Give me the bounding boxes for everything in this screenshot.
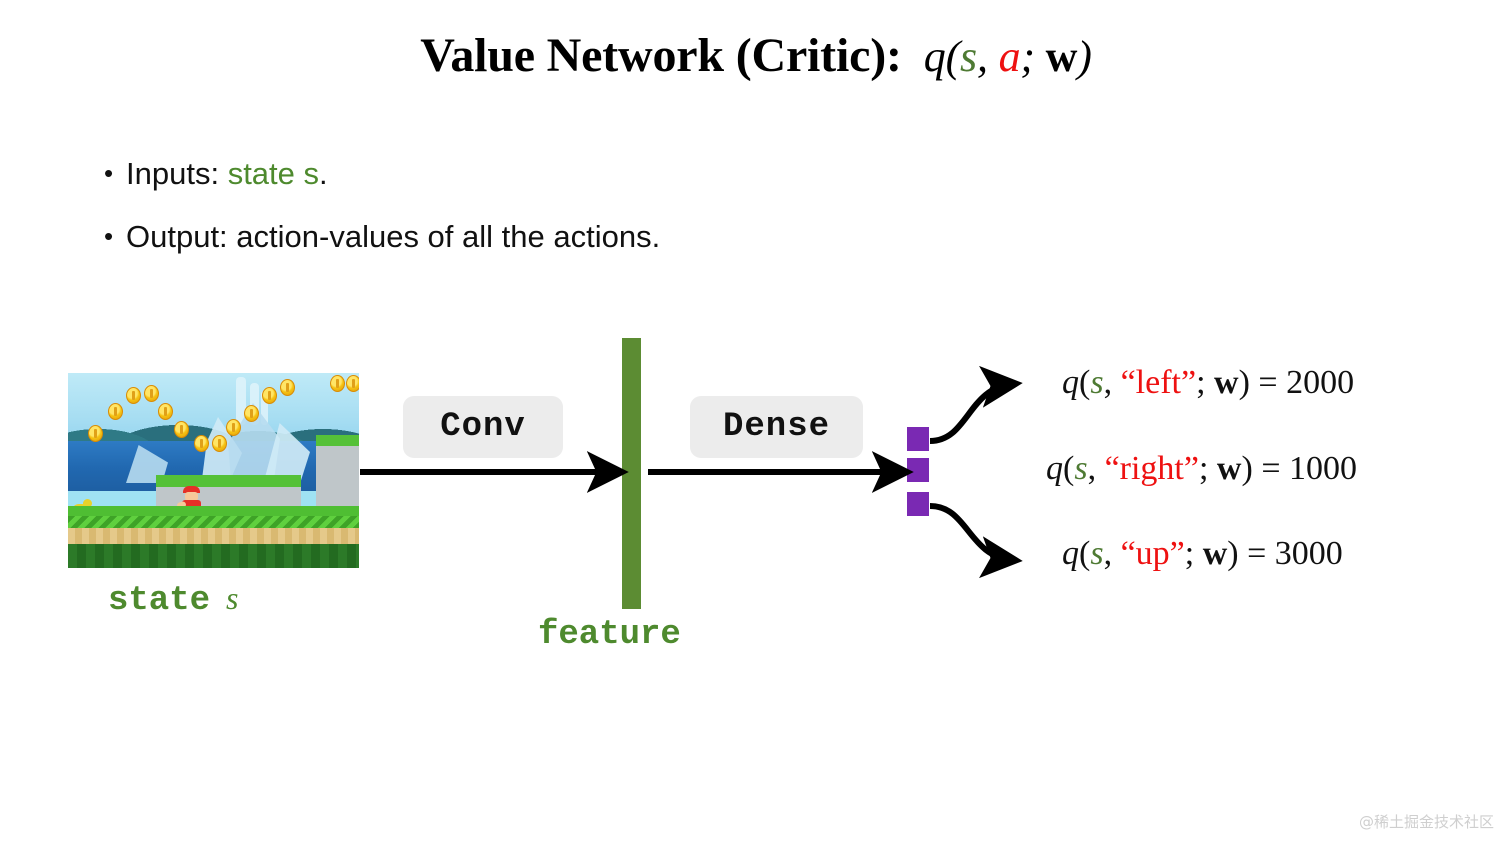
state-label-symbol: s: [226, 580, 239, 616]
formula-close-paren: ): [1077, 32, 1092, 81]
coin: [174, 421, 189, 438]
comma: ,: [1103, 535, 1121, 572]
coin: [126, 387, 141, 404]
q-value-number: 3000: [1274, 535, 1343, 572]
output-unit-left: [907, 427, 929, 451]
close-paren: ): [1238, 364, 1250, 401]
output-unit-up: [907, 492, 929, 516]
title-text: Value Network (Critic):: [420, 29, 902, 82]
weight-symbol: w: [1216, 450, 1242, 487]
close-paren: ): [1241, 450, 1253, 487]
close-paren: ): [1227, 535, 1239, 572]
mario-hat: [183, 486, 200, 493]
equals-sign: =: [1249, 364, 1287, 401]
coin: [158, 403, 173, 420]
bullet-inputs-highlight: state s: [227, 156, 320, 191]
formula-q: q: [923, 32, 946, 81]
semicolon: ;: [1184, 535, 1203, 572]
formula-open-paren: (: [945, 32, 961, 81]
arrow-unit-to-q-left: [929, 365, 1023, 444]
coin: [330, 375, 345, 392]
right-cliff-grass: [316, 435, 359, 446]
bullet-inputs-suffix: .: [319, 156, 328, 191]
q-symbol: q: [1062, 535, 1079, 572]
coin: [108, 403, 123, 420]
q-value-left: q(s, “left”; w) = 2000: [1062, 364, 1354, 402]
state-symbol: s: [1090, 535, 1104, 572]
formula-weight-symbol: w: [1045, 32, 1078, 81]
comma: ,: [1103, 364, 1121, 401]
action-label-right: “right”: [1104, 450, 1199, 487]
q-value-right: q(s, “right”; w) = 1000: [1046, 450, 1357, 488]
q-value-number: 1000: [1289, 450, 1357, 487]
action-label-up: “up”: [1120, 535, 1185, 572]
bullet-inputs: • Inputs: state s.: [104, 156, 328, 192]
platform-grass-top: [156, 475, 301, 487]
weight-symbol: w: [1214, 364, 1239, 401]
equals-sign: =: [1238, 535, 1275, 572]
coin: [244, 405, 259, 422]
q-symbol: q: [1062, 364, 1079, 401]
coin: [280, 379, 295, 396]
equals-sign: =: [1252, 450, 1289, 487]
bullet-marker: •: [104, 158, 114, 188]
formula-action-symbol: a: [998, 32, 1021, 81]
coin: [194, 435, 209, 452]
title-formula: q(s, a; w): [924, 32, 1092, 81]
dense-layer-box[interactable]: Dense: [690, 396, 863, 458]
q-value-number: 2000: [1286, 364, 1355, 401]
formula-comma: ,: [976, 32, 999, 81]
feature-label: feature: [538, 616, 681, 654]
coin: [262, 387, 277, 404]
conv-layer-box[interactable]: Conv: [403, 396, 563, 458]
bullet-inputs-prefix: Inputs:: [126, 156, 228, 191]
coin: [144, 385, 159, 402]
page-title: Value Network (Critic): q(s, a; w): [0, 28, 1512, 83]
coin: [88, 425, 103, 442]
open-paren: (: [1079, 364, 1091, 401]
semicolon: ;: [1196, 364, 1215, 401]
weight-symbol: w: [1202, 535, 1228, 572]
q-value-up: q(s, “up”; w) = 3000: [1062, 535, 1343, 573]
ice-tower: [236, 377, 246, 425]
action-label-left: “left”: [1120, 364, 1197, 401]
comma: ,: [1087, 450, 1105, 487]
dense-layer-label: Dense: [722, 408, 831, 446]
bullet-output-text: Output: action-values of all the actions…: [126, 219, 661, 254]
ice-tower: [250, 383, 259, 425]
arrow-unit-to-q-up: [929, 503, 1023, 579]
coin: [212, 435, 227, 452]
formula-state-symbol: s: [960, 32, 977, 81]
bullet-output: • Output: action-values of all the action…: [104, 219, 660, 255]
mario-face: [185, 492, 198, 501]
ice-tower: [261, 391, 268, 425]
ground-grass-spikes: [68, 516, 359, 528]
bullet-marker: •: [104, 221, 114, 251]
coin: [346, 375, 359, 392]
open-paren: (: [1063, 450, 1075, 487]
feature-vector-bar: [622, 338, 641, 609]
state-symbol: s: [1090, 364, 1104, 401]
open-paren: (: [1079, 535, 1091, 572]
semicolon: ;: [1198, 450, 1217, 487]
coin: [226, 419, 241, 436]
conv-layer-label: Conv: [440, 408, 526, 446]
watermark: @稀土掘金技术社区: [1358, 813, 1494, 831]
q-symbol: q: [1046, 450, 1063, 487]
koopa-head: [83, 499, 92, 508]
state-screenshot-image: [68, 373, 359, 568]
ground-bushes: [68, 544, 359, 568]
output-unit-right: [907, 458, 929, 482]
state-label-text: state: [108, 582, 211, 620]
state-symbol: s: [1074, 450, 1088, 487]
formula-semicolon: ;: [1020, 32, 1046, 81]
